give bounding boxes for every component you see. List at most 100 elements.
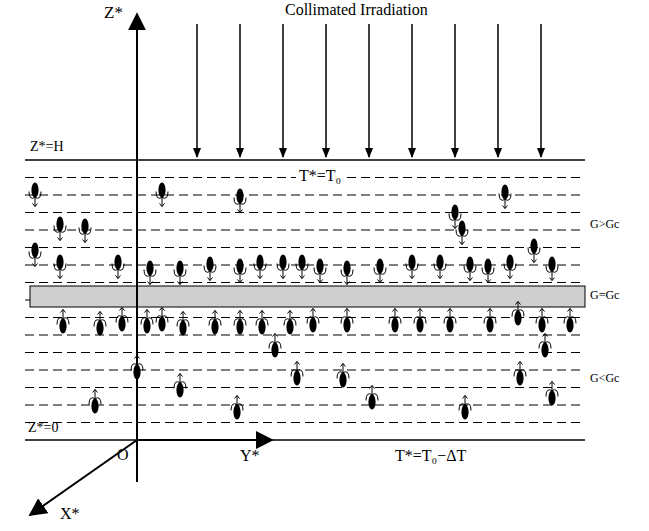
cell-body <box>206 257 213 272</box>
cell-body <box>436 255 443 270</box>
microorganism <box>464 257 476 281</box>
cell-body <box>158 183 165 198</box>
cell-body <box>114 255 121 270</box>
boundary-label: Z*=H <box>30 139 64 154</box>
flagella <box>284 319 296 326</box>
microorganism <box>514 362 526 386</box>
flagella <box>337 372 349 379</box>
isotherm-line <box>25 387 585 388</box>
cell-body <box>236 259 243 274</box>
microorganism <box>29 243 41 267</box>
swim-direction <box>58 270 63 279</box>
cell-body <box>368 395 375 410</box>
cell-body <box>376 259 383 274</box>
swim-direction <box>486 274 491 283</box>
swim-direction <box>93 390 98 399</box>
cell-body <box>484 259 491 274</box>
swim-direction <box>238 204 243 213</box>
axis-label: Y* <box>240 447 260 465</box>
light-ray <box>497 24 499 157</box>
isotherm-line <box>25 352 585 353</box>
swim-direction <box>33 198 38 207</box>
light-ray <box>239 24 241 157</box>
cell-body <box>343 318 350 333</box>
swim-direction <box>160 308 165 317</box>
isotherm-line <box>25 370 585 371</box>
microorganism <box>341 309 353 333</box>
microorganism <box>144 261 156 285</box>
isotherm-line <box>25 212 585 213</box>
cell-body <box>176 383 183 398</box>
microorganism <box>528 239 540 263</box>
microorganism <box>444 309 456 333</box>
light-ray <box>411 24 413 157</box>
swim-direction <box>208 272 213 281</box>
swim-direction <box>550 382 555 391</box>
swim-direction <box>540 309 545 318</box>
cell-body <box>514 311 521 326</box>
microorganism <box>366 386 378 410</box>
swim-direction <box>181 312 186 321</box>
flagella <box>209 319 221 326</box>
critical-band <box>30 286 585 307</box>
microorganism <box>57 310 69 334</box>
microorganism <box>156 183 168 207</box>
microorganism <box>234 189 246 213</box>
microorganism <box>284 311 296 335</box>
cell-body <box>59 319 66 334</box>
flagella <box>484 317 496 324</box>
microorganism <box>29 183 41 207</box>
swim-direction <box>238 274 243 283</box>
flagella <box>539 342 551 349</box>
microorganism <box>482 259 494 283</box>
swim-direction <box>370 386 375 395</box>
origin-label: O <box>117 446 129 464</box>
flagella <box>314 268 326 275</box>
isotherm-line <box>25 405 585 406</box>
flagella <box>112 264 124 271</box>
microorganism <box>174 374 186 398</box>
cell-body <box>56 217 63 232</box>
flagella <box>94 320 106 327</box>
microorganism <box>564 309 576 333</box>
flagella <box>234 198 246 205</box>
microorganism <box>256 311 268 335</box>
microorganism <box>459 396 471 420</box>
cell-body <box>451 205 458 220</box>
cell-body <box>530 239 537 254</box>
swim-direction <box>438 270 443 279</box>
flagella <box>546 390 558 397</box>
cell-body <box>391 318 398 333</box>
microorganism <box>341 261 353 285</box>
cell-body <box>548 391 555 406</box>
flagella <box>374 268 386 275</box>
cell-body <box>538 318 545 333</box>
swim-direction <box>295 362 300 371</box>
swim-direction <box>260 311 265 320</box>
flagella <box>341 270 353 277</box>
cell-body <box>343 261 350 276</box>
flagella <box>564 317 576 324</box>
flagella <box>512 310 524 317</box>
cell-body <box>176 261 183 276</box>
swim-direction <box>341 364 346 373</box>
flagella <box>459 404 471 411</box>
swim-direction <box>463 396 468 405</box>
microorganism <box>296 255 308 279</box>
cell-body <box>91 399 98 414</box>
flagella <box>79 228 91 235</box>
microorganism <box>269 334 281 358</box>
cell-body <box>271 343 278 358</box>
cell-body <box>416 318 423 333</box>
microorganism <box>141 310 153 334</box>
microorganism <box>79 219 91 243</box>
isotherm-line <box>25 247 585 248</box>
swim-direction <box>532 254 537 263</box>
swim-direction <box>145 310 150 319</box>
flagella <box>54 226 66 233</box>
isotherm-line <box>25 335 585 336</box>
cell-body <box>236 189 243 204</box>
flagella <box>269 342 281 349</box>
microorganism <box>406 255 418 279</box>
flagella <box>177 320 189 327</box>
